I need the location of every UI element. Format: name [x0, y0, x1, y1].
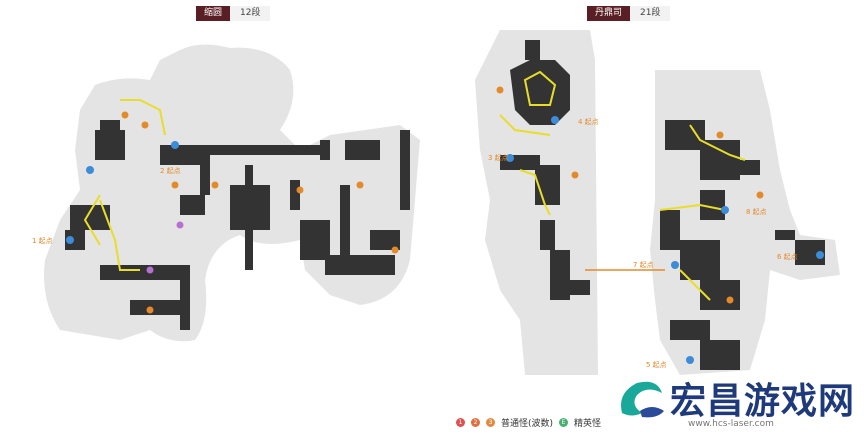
legend-normal-label: 普通怪(波数) — [501, 419, 554, 429]
start-label-5: 5 起点 — [646, 361, 667, 369]
player-icons — [66, 116, 824, 364]
wave-markers — [121, 86, 764, 314]
start-label-1: 1 起点 — [32, 237, 53, 245]
legend-elite-label: 精英怪 — [574, 419, 602, 429]
watermark-title: 宏昌游戏网 — [670, 381, 856, 422]
start-label-6: 6 起点 — [777, 253, 798, 261]
area-name-right: 丹鼎司 — [587, 6, 631, 21]
legend-elite-badge: E — [559, 418, 569, 427]
left-map-walls — [65, 120, 410, 330]
watermark-url: www.hcs-laser.com — [688, 419, 774, 429]
start-label-3: 3 起点 — [488, 154, 509, 162]
legend-dot-1: 1 — [456, 418, 465, 427]
watermark: 宏昌游戏网 www.hcs-laser.com — [612, 372, 856, 429]
legend-dot-3: 3 — [486, 418, 495, 427]
area-name-left: 缩圆 — [196, 6, 231, 21]
map-title-left: 缩圆 12段 — [196, 6, 271, 21]
legend: 1 2 3 普通怪(波数) E 精英怪 — [456, 416, 601, 429]
wave-count-right: 21段 — [630, 6, 671, 21]
start-label-4: 4 起点 — [578, 118, 599, 126]
left-route — [83, 99, 166, 271]
start-label-8: 8 起点 — [746, 208, 767, 216]
dragon-logo-icon — [621, 381, 664, 418]
legend-dot-2: 2 — [471, 418, 480, 427]
start-label-2: 2 起点 — [160, 167, 181, 175]
wave-count-left: 12段 — [230, 6, 271, 21]
start-label-7: 7 起点 — [633, 261, 654, 269]
right-route — [499, 70, 746, 301]
map-title-right: 丹鼎司 21段 — [587, 6, 671, 21]
